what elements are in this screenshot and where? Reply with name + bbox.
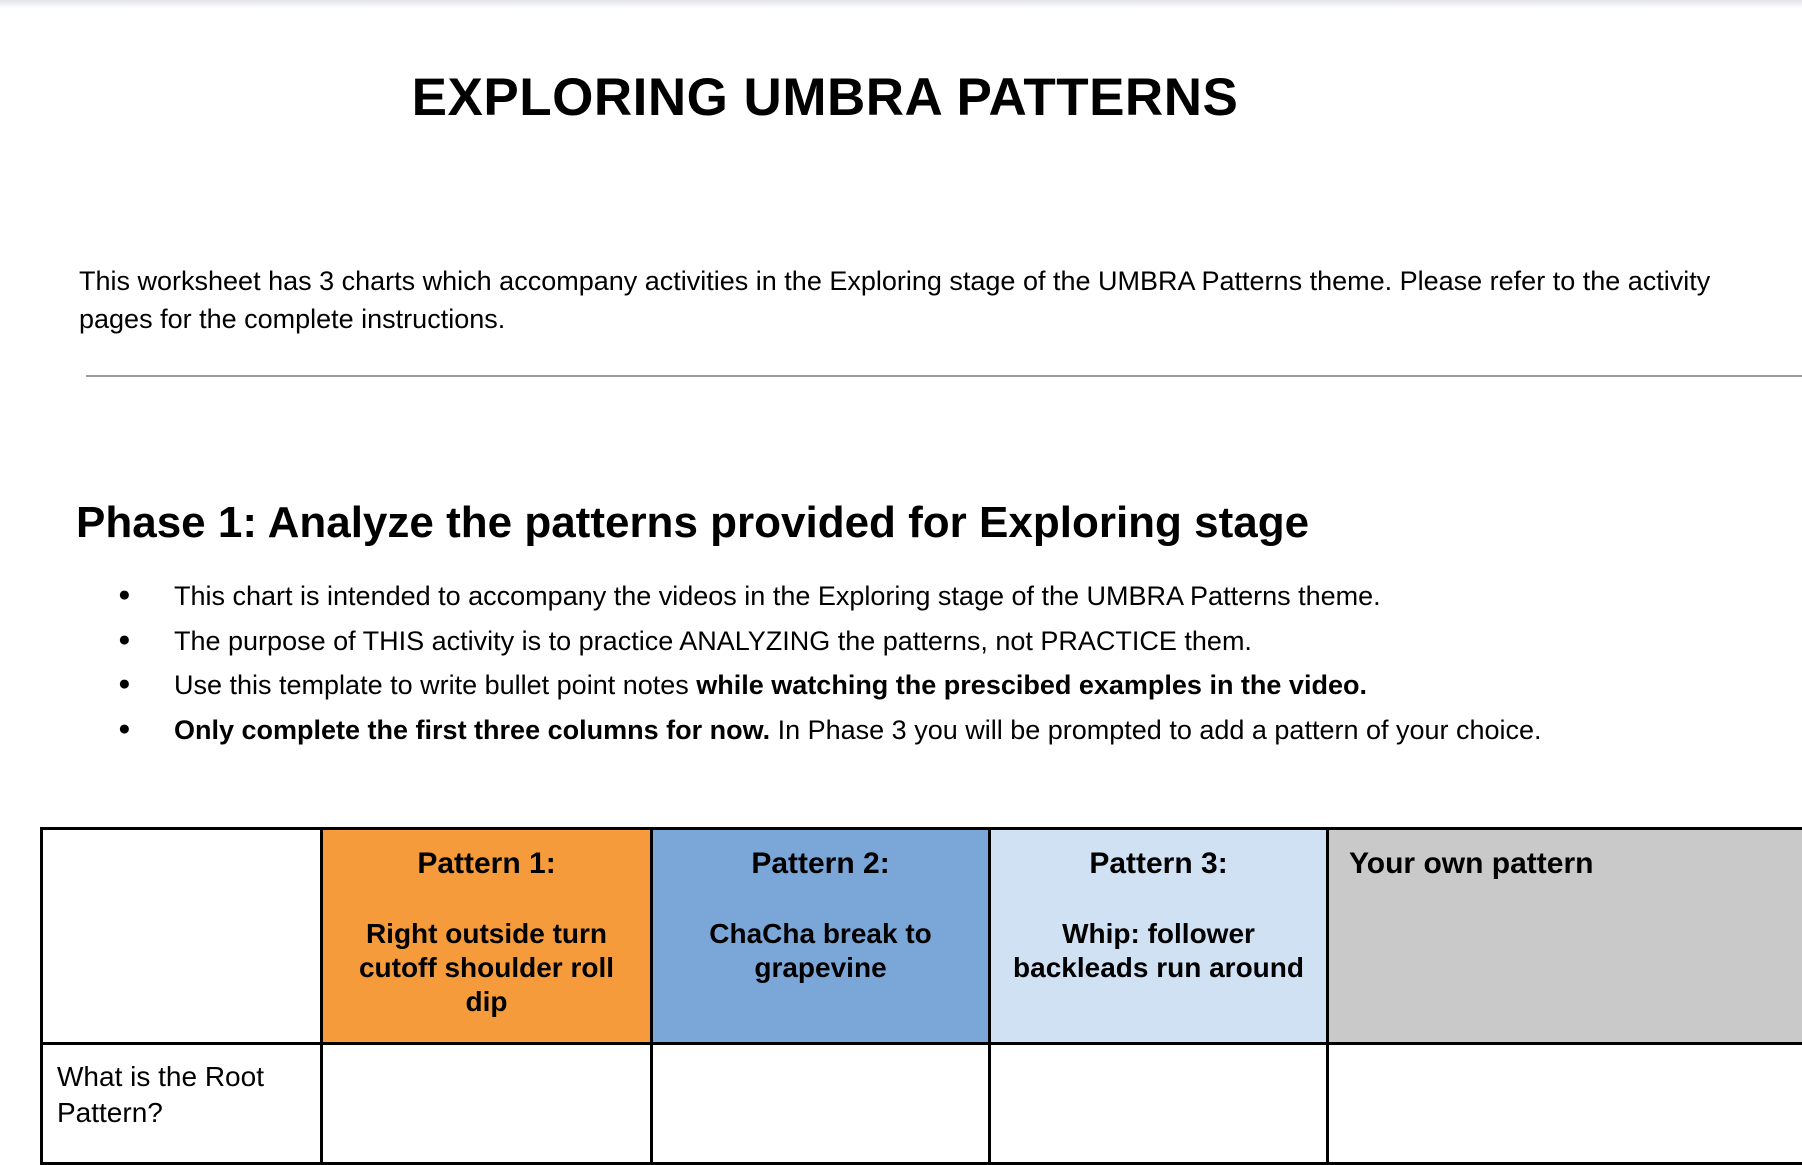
pattern-1-title: Pattern 1: [335, 846, 638, 881]
cell-your-own-pattern-root[interactable] [1328, 1044, 1802, 1164]
pattern-2-title: Pattern 2: [665, 846, 976, 881]
row-label-text: What is the Root Pattern? [43, 1045, 320, 1132]
list-item: Use this template to write bullet point … [118, 666, 1802, 705]
bullet-text-plain-after: In Phase 3 you will be prompted to add a… [770, 715, 1541, 745]
bullet-text-plain-before: This chart is intended to accompany the … [174, 581, 1381, 611]
pattern-3-subtitle: Whip: follower backleads run around [1003, 917, 1314, 984]
intro-paragraph: This worksheet has 3 charts which accomp… [79, 262, 1779, 339]
instruction-bullet-list: This chart is intended to accompany the … [118, 577, 1802, 755]
list-item: This chart is intended to accompany the … [118, 577, 1802, 616]
bullet-text-bold: while watching the prescibed examples in… [696, 670, 1367, 700]
table-header-pattern-2: Pattern 2: ChaCha break to grapevine [652, 829, 990, 1044]
page-title: EXPLORING UMBRA PATTERNS [0, 68, 1650, 129]
table-header-pattern-3: Pattern 3: Whip: follower backleads run … [990, 829, 1328, 1044]
pattern-analysis-table: Pattern 1: Right outside turn cutoff sho… [40, 827, 1802, 1165]
pattern-1-subtitle: Right outside turn cutoff shoulder roll … [335, 917, 638, 1018]
worksheet-page: EXPLORING UMBRA PATTERNS This worksheet … [0, 0, 1802, 1132]
table-header-pattern-1: Pattern 1: Right outside turn cutoff sho… [322, 829, 652, 1044]
table-header-blank [42, 829, 322, 1044]
bullet-text-plain-before: The purpose of THIS activity is to pract… [174, 626, 1252, 656]
bullet-text-plain-before: Use this template to write bullet point … [174, 670, 696, 700]
section-divider [86, 375, 1802, 377]
your-own-pattern-title: Your own pattern [1349, 846, 1802, 881]
table-header-row: Pattern 1: Right outside turn cutoff sho… [42, 829, 1802, 1044]
cell-pattern-2-root[interactable] [652, 1044, 990, 1164]
table-row: What is the Root Pattern? [42, 1044, 1802, 1164]
phase-1-heading: Phase 1: Analyze the patterns provided f… [76, 497, 1309, 550]
row-label-root-pattern: What is the Root Pattern? [42, 1044, 322, 1164]
list-item: The purpose of THIS activity is to pract… [118, 622, 1802, 661]
cell-pattern-3-root[interactable] [990, 1044, 1328, 1164]
cell-pattern-1-root[interactable] [322, 1044, 652, 1164]
pattern-3-title: Pattern 3: [1003, 846, 1314, 881]
pattern-2-subtitle: ChaCha break to grapevine [665, 917, 976, 984]
list-item: Only complete the first three columns fo… [118, 711, 1802, 750]
table-header-your-own-pattern: Your own pattern [1328, 829, 1802, 1044]
bullet-text-bold: Only complete the first three columns fo… [174, 715, 770, 745]
